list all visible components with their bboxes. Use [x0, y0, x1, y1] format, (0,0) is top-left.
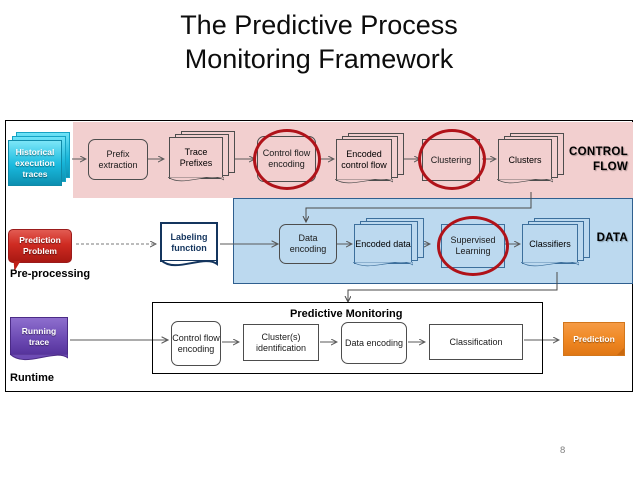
node-trace-prefixes-label: Trace Prefixes [179, 147, 213, 168]
node-prediction-problem[interactable]: Prediction Problem [8, 229, 72, 263]
control-flow-lane-label: CONTROL FLOW [566, 145, 628, 175]
node-labeling-function-label: Labeling function [170, 232, 208, 253]
predictive-monitoring-label: Predictive Monitoring [290, 308, 403, 320]
node-classification[interactable]: Classification [429, 324, 523, 360]
node-classifiers[interactable]: Classifiers [521, 218, 590, 267]
node-running-trace-label: Running trace [21, 325, 57, 347]
doc-wave-icon [497, 179, 553, 184]
preprocessing-stage-label: Pre-processing [10, 268, 91, 280]
node-prefix-extraction[interactable]: Prefix extraction [88, 139, 148, 180]
doc-wave-icon [353, 262, 413, 267]
historical-execution-traces-label: Historical execution traces [8, 140, 62, 186]
node-encoded-control-flow[interactable]: Encoded control flow [335, 133, 404, 184]
page-number: 8 [560, 445, 566, 456]
doc-wave-icon [521, 262, 579, 267]
historical-execution-traces: Historical execution traces [8, 132, 70, 186]
page-title: The Predictive Process Monitoring Framew… [0, 8, 638, 76]
node-supervised-learning-label: Supervised Learning [450, 235, 496, 256]
node-cluster-identification[interactable]: Cluster(s) identification [243, 324, 319, 361]
predictive-monitoring-container [152, 302, 543, 374]
page-title-line-2: Monitoring Framework [184, 44, 454, 74]
node-clusters-label: Clusters [508, 154, 542, 165]
node-encoded-data-label: Encoded data [355, 238, 411, 249]
node-data-encoding-training-label: Data encoding [289, 233, 327, 254]
node-encoded-data[interactable]: Encoded data [353, 218, 424, 267]
node-clusters[interactable]: Clusters [497, 133, 564, 184]
runtime-stage-label: Runtime [10, 372, 54, 384]
node-classification-label: Classification [449, 336, 503, 347]
node-control-flow-encoding[interactable]: Control flow encoding [257, 136, 316, 182]
node-trace-prefixes[interactable]: Trace Prefixes [168, 131, 235, 182]
node-prediction-problem-label: Prediction Problem [19, 235, 61, 256]
node-clustering-label: Clustering [430, 154, 472, 165]
node-encoded-control-flow-label: Encoded control flow [341, 149, 387, 170]
doc-wave-icon [335, 179, 393, 184]
node-labeling-function[interactable]: Labeling function [160, 222, 218, 268]
control-flow-lane-label-line2: FLOW [592, 161, 628, 173]
data-lane-label: DATA [596, 232, 628, 244]
node-prefix-extraction-label: Prefix extraction [98, 148, 138, 170]
control-flow-lane-label-line1: CONTROL [569, 146, 628, 158]
node-prediction-output-label: Prediction [573, 333, 615, 344]
node-running-trace[interactable]: Running trace [10, 317, 68, 363]
node-prediction-output[interactable]: Prediction [563, 322, 625, 356]
node-runtime-control-flow-encoding[interactable]: Control flow encoding [171, 321, 221, 366]
node-classifiers-label: Classifiers [529, 238, 571, 249]
node-clustering[interactable]: Clustering [422, 139, 480, 181]
node-data-encoding-training[interactable]: Data encoding [279, 224, 337, 264]
node-runtime-data-encoding-label: Data encoding [344, 337, 404, 348]
doc-wave-icon [168, 177, 224, 182]
node-runtime-data-encoding[interactable]: Data encoding [341, 322, 407, 364]
doc-wave-icon [160, 260, 218, 267]
corner-fold-icon [617, 348, 624, 355]
page-title-line-1: The Predictive Process [180, 10, 458, 40]
node-runtime-control-flow-encoding-label: Control flow encoding [172, 332, 220, 354]
doc-wave-icon [10, 354, 68, 360]
node-cluster-identification-label: Cluster(s) identification [255, 331, 307, 353]
node-supervised-learning[interactable]: Supervised Learning [441, 224, 505, 268]
node-control-flow-encoding-label: Control flow encoding [262, 148, 311, 169]
